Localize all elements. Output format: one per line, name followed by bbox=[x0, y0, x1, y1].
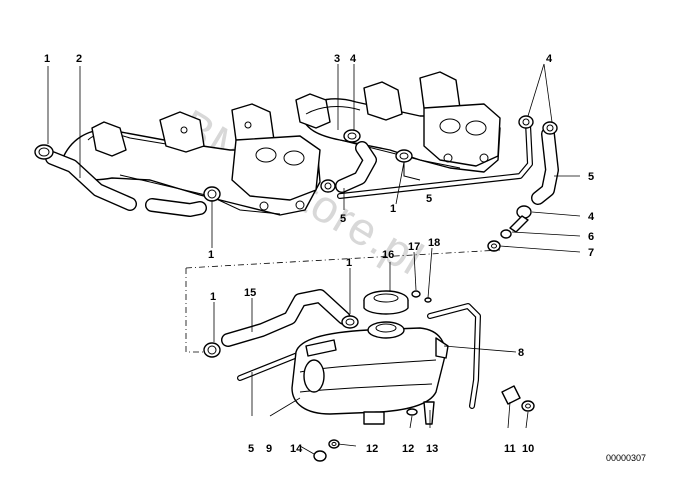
clamp-1-lower-center bbox=[341, 315, 359, 329]
callout-4-fitting: 4 bbox=[588, 211, 595, 223]
callout-5-lower: 5 bbox=[248, 443, 254, 455]
callout-18: 18 bbox=[428, 237, 440, 249]
callout-1-top-left: 1 bbox=[44, 53, 50, 65]
callout-1-front: 1 bbox=[208, 249, 214, 261]
document-number: 00000307 bbox=[606, 453, 646, 463]
reference-line-left bbox=[185, 268, 208, 353]
callout-3: 3 bbox=[334, 53, 340, 65]
callout-7: 7 bbox=[588, 247, 594, 259]
seal-ring bbox=[424, 297, 432, 303]
radiator-cap bbox=[363, 290, 409, 315]
callout-5-front: 5 bbox=[340, 213, 346, 225]
expansion-tank bbox=[291, 321, 449, 425]
callout-4-top-right: 4 bbox=[546, 53, 553, 65]
callout-1-lower-left: 1 bbox=[210, 291, 216, 303]
hose-front-left bbox=[45, 151, 207, 217]
callout-12-right: 12 bbox=[402, 443, 414, 455]
callout-4-top-center: 4 bbox=[350, 53, 357, 65]
overflow-hose bbox=[427, 303, 481, 409]
pipe-rear bbox=[337, 121, 559, 205]
hardware-lower bbox=[313, 385, 535, 462]
hose-clamps-top bbox=[34, 115, 558, 202]
callout-6: 6 bbox=[588, 231, 594, 243]
callout-1-center: 1 bbox=[390, 203, 396, 215]
callout-5-center: 5 bbox=[426, 193, 432, 205]
callout-2: 2 bbox=[76, 53, 82, 65]
hose-center bbox=[335, 141, 377, 193]
callout-11: 11 bbox=[504, 443, 516, 455]
leader-lines bbox=[47, 63, 581, 455]
reference-line-upper bbox=[185, 249, 501, 269]
callout-10: 10 bbox=[522, 443, 534, 455]
hose-15 bbox=[221, 289, 351, 347]
callout-9: 9 bbox=[266, 443, 272, 455]
callout-15: 15 bbox=[244, 287, 256, 299]
callout-17: 17 bbox=[408, 241, 420, 253]
callout-8: 8 bbox=[518, 347, 524, 359]
callout-13: 13 bbox=[426, 443, 438, 455]
clamp-1-lower-left bbox=[203, 342, 221, 358]
bleed-screw bbox=[411, 290, 421, 298]
callout-12-left: 12 bbox=[366, 443, 378, 455]
exhaust-manifold-rear bbox=[295, 71, 501, 181]
callout-16: 16 bbox=[382, 249, 394, 261]
callout-14: 14 bbox=[290, 443, 303, 455]
callout-5-right: 5 bbox=[588, 171, 594, 183]
callout-labels: 1 2 3 4 4 5 1 5 1 5 4 6 7 1 16 17 18 1 1… bbox=[44, 53, 595, 455]
temperature-sensor-fitting bbox=[487, 205, 532, 252]
callout-1-lower-center: 1 bbox=[346, 257, 352, 269]
